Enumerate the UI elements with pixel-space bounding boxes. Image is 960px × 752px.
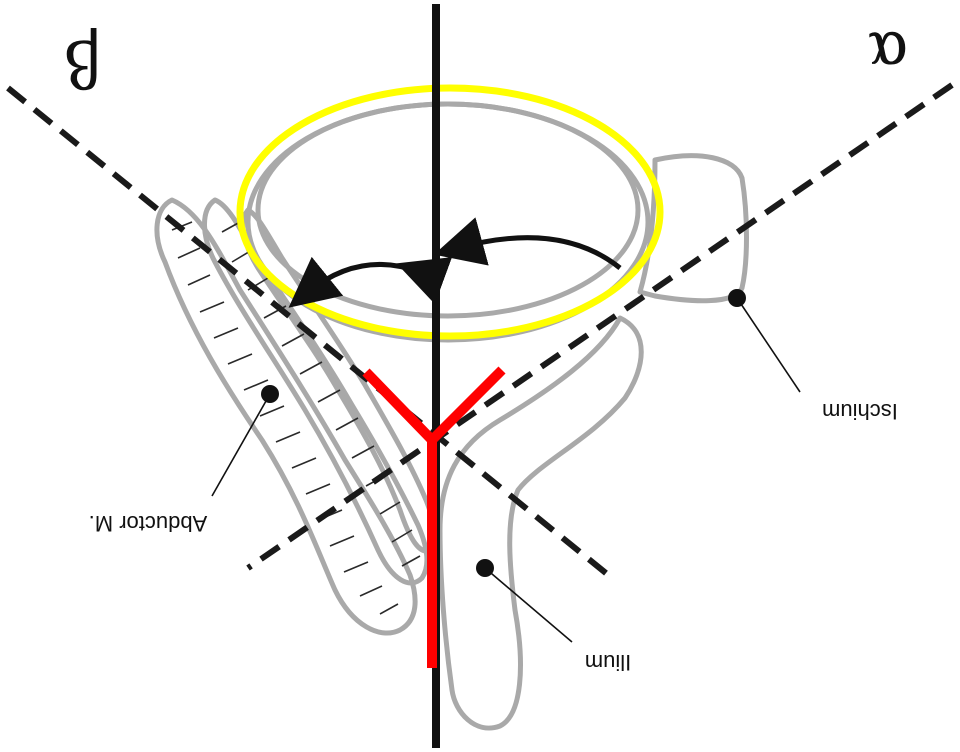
abductor-dot <box>261 385 279 403</box>
ischium-dot <box>728 289 746 307</box>
beta-label: β <box>64 26 101 100</box>
ilium-dot <box>476 559 494 577</box>
alpha-label: α <box>868 17 909 87</box>
abductor-label: Abductor M. <box>89 511 208 536</box>
ischium-label: Ischium <box>822 399 898 424</box>
alpha-angle-arrow <box>458 238 620 268</box>
beta-angle-arrow <box>308 264 420 292</box>
ischium-leader <box>737 298 800 392</box>
abductor-middle-outline <box>204 200 426 583</box>
ilium-leader <box>485 568 572 642</box>
ilium-label: Ilium <box>585 650 631 675</box>
acetabular-rim-ellipse <box>240 88 660 336</box>
